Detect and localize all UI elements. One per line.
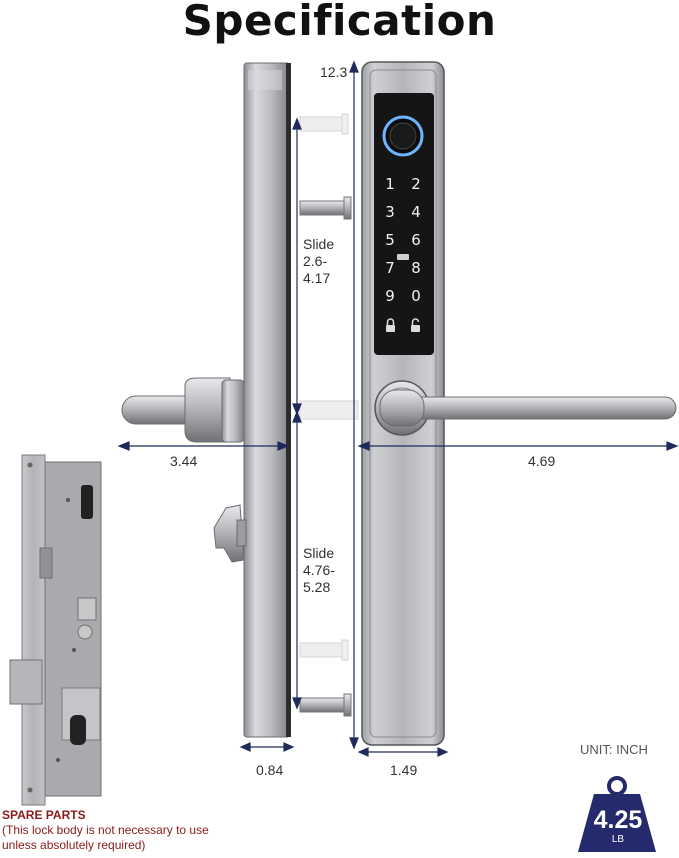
keypad-key-6[interactable]: 6 bbox=[411, 231, 421, 249]
slide-upper-min: 2.6- bbox=[303, 253, 328, 269]
keypad-key-2[interactable]: 2 bbox=[411, 175, 421, 193]
keypad-key-8[interactable]: 8 bbox=[411, 259, 421, 277]
page-title: Specification bbox=[182, 0, 497, 45]
lock-body-spare-part bbox=[9, 454, 102, 806]
weight-unit: LB bbox=[611, 834, 625, 845]
keypad-key-0[interactable]: 0 bbox=[411, 287, 421, 305]
slide-lower-max: 5.28 bbox=[303, 579, 331, 595]
outer-handle bbox=[374, 380, 677, 436]
slide-lower-label: Slide bbox=[303, 545, 335, 561]
dimension-height: 12.3 bbox=[320, 64, 348, 80]
keypad-key-7[interactable]: 7 bbox=[385, 259, 395, 277]
unlock-icon bbox=[411, 318, 420, 332]
side-view-plate bbox=[243, 62, 291, 738]
thumb-turn bbox=[213, 504, 247, 563]
keypad-key-5[interactable]: 5 bbox=[385, 231, 395, 249]
slide-upper-max: 4.17 bbox=[303, 270, 331, 286]
keypad-key-1[interactable]: 1 bbox=[385, 175, 395, 193]
slide-upper: Slide 2.6- 4.17 bbox=[303, 236, 334, 287]
slide-dimension-lines bbox=[292, 117, 302, 710]
keypad-key-3[interactable]: 3 bbox=[385, 203, 395, 221]
slide-upper-label: Slide bbox=[303, 236, 335, 252]
mounting-screws bbox=[299, 113, 359, 717]
weight-value: 4.25 bbox=[593, 806, 643, 834]
unit-label: UNIT: INCH bbox=[580, 742, 648, 757]
dimension-handle-outer: 4.69 bbox=[528, 453, 556, 469]
spare-parts-heading: SPARE PARTS bbox=[2, 808, 86, 822]
card-icon bbox=[397, 254, 409, 260]
slide-lower: Slide 4.76- 5.28 bbox=[303, 545, 335, 596]
dimension-depth: 0.84 bbox=[256, 762, 284, 778]
slide-lower-min: 4.76- bbox=[303, 562, 335, 578]
lock-icon bbox=[386, 318, 395, 332]
fingerprint-icon bbox=[382, 115, 424, 157]
horizontal-dimension-lines bbox=[117, 60, 679, 757]
dimension-handle-inner: 3.44 bbox=[170, 453, 198, 469]
dimension-width: 1.49 bbox=[390, 762, 418, 778]
weight-icon bbox=[578, 776, 656, 852]
inner-handle bbox=[121, 377, 245, 443]
keypad-key-4[interactable]: 4 bbox=[411, 203, 421, 221]
keypad-key-9[interactable]: 9 bbox=[385, 287, 395, 305]
spare-parts-note: (This lock body is not necessary to use … bbox=[2, 823, 209, 852]
